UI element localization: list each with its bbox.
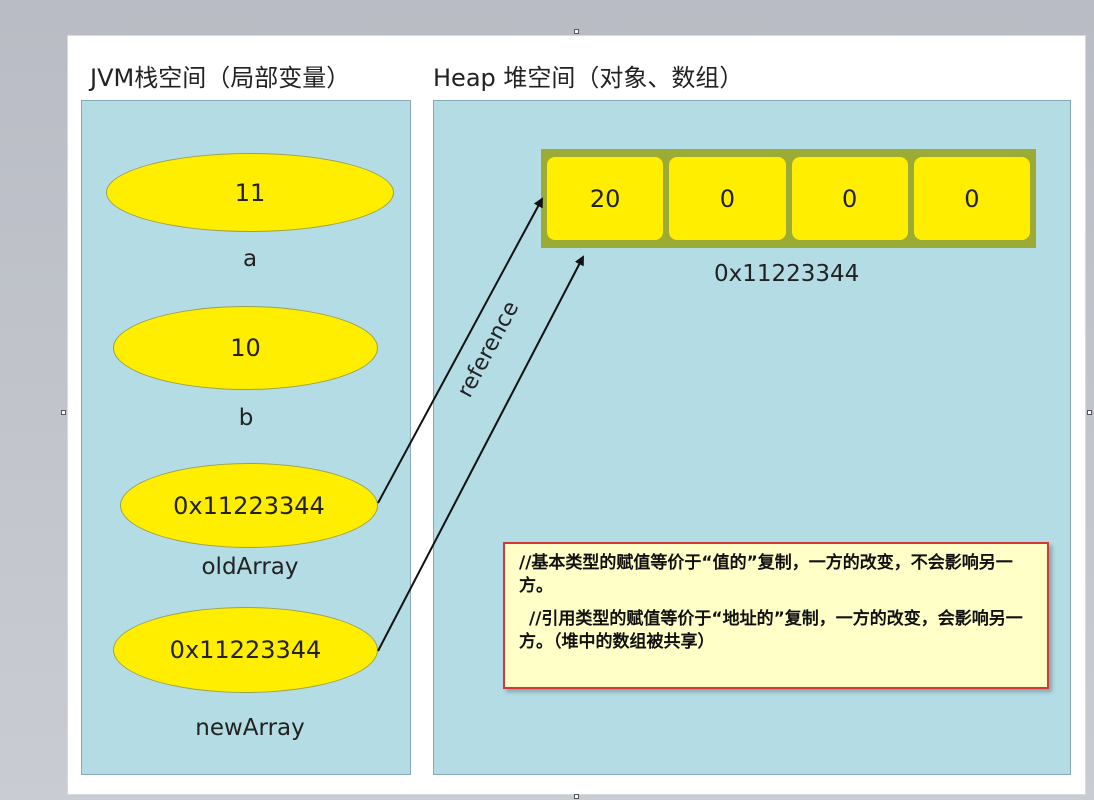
var-a-name: a <box>242 246 258 272</box>
reference-arrow-oldArray <box>377 197 543 504</box>
resize-handle-right[interactable] <box>1087 410 1092 415</box>
var-b-name: b <box>238 405 254 431</box>
var-newArray-value: 0x11223344 <box>113 607 378 693</box>
note-line-1: //基本类型的赋值等价于“值的”复制，一方的改变，不会影响另一方。 <box>519 553 1013 596</box>
array-cell: 0 <box>669 157 786 240</box>
var-a-value: 11 <box>106 153 394 232</box>
array-cell: 20 <box>547 157 664 240</box>
note-box: //基本类型的赋值等价于“值的”复制，一方的改变，不会影响另一方。 //引用类型… <box>503 542 1049 689</box>
stack-title: JVM栈空间（局部变量） <box>90 64 351 92</box>
reference-arrow-newArray <box>377 255 584 652</box>
var-oldArray-name: oldArray <box>201 554 299 580</box>
resize-handle-top[interactable] <box>574 29 579 34</box>
var-oldArray-value: 0x11223344 <box>120 463 378 548</box>
resize-handle-bottom[interactable] <box>574 794 579 799</box>
note-line-2: //引用类型的赋值等价于“地址的”复制，一方的改变，会影响另一方。（堆中的数组被… <box>519 609 1023 652</box>
heap-array: 20 0 0 0 <box>541 149 1036 248</box>
array-address: 0x11223344 <box>714 261 860 287</box>
array-cell: 0 <box>791 157 908 240</box>
heap-title: Heap 堆空间（对象、数组） <box>433 64 744 92</box>
var-newArray-name: newArray <box>195 715 305 741</box>
resize-handle-left[interactable] <box>61 410 66 415</box>
var-b-value: 10 <box>113 306 378 390</box>
array-cell: 0 <box>913 157 1030 240</box>
